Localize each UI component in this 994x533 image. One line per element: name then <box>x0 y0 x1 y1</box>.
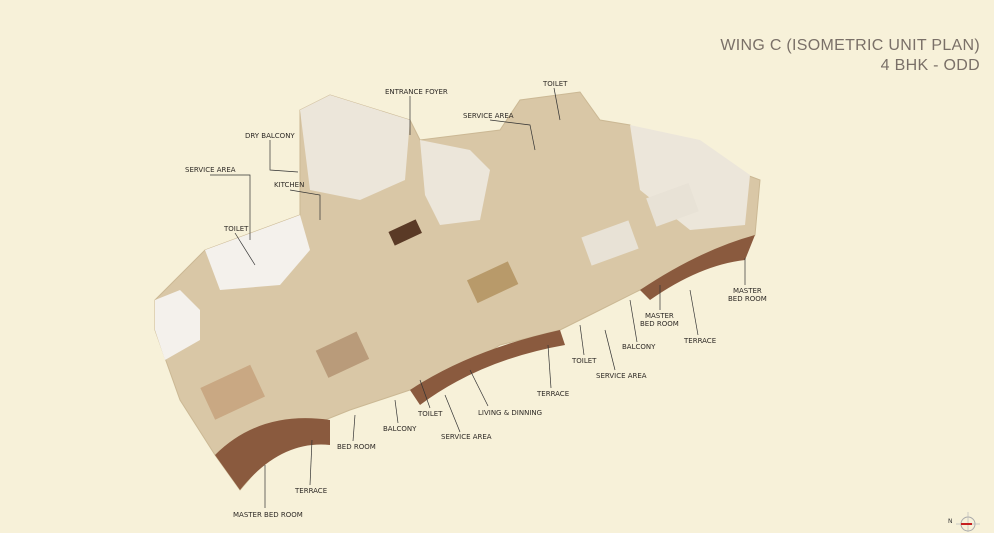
label-master-bed-room: MASTER BED ROOM <box>233 511 303 519</box>
wall-living <box>420 140 490 225</box>
label-balcony: BALCONY <box>383 425 417 433</box>
label-terrace: TERRACE <box>295 487 328 495</box>
dining-table <box>388 219 422 246</box>
bed <box>646 183 699 227</box>
label-kitchen: KITCHEN <box>274 181 305 189</box>
label-service-area: SERVICE AREA <box>596 372 647 380</box>
wall-kitchen <box>205 215 310 290</box>
bed <box>200 364 265 420</box>
label-dry-balcony: DRY BALCONY <box>245 132 295 140</box>
sofa <box>466 261 519 304</box>
label-terrace: TERRACE <box>684 337 717 345</box>
wall-foyer <box>300 95 410 200</box>
label-service-area: SERVICE AREA <box>463 112 514 120</box>
label-terrace: TERRACE <box>537 390 570 398</box>
compass-icon: N <box>948 510 988 532</box>
wall-left <box>155 290 200 360</box>
bed <box>315 331 370 378</box>
label-service-area: SERVICE AREA <box>185 166 236 174</box>
label-toilet: TOILET <box>543 80 568 88</box>
label-service-area: SERVICE AREA <box>441 433 492 441</box>
label-living-dinning: LIVING & DINNING <box>478 409 543 417</box>
plan-subtitle: 4 BHK - ODD <box>880 57 980 74</box>
plan-title-block: WING C (ISOMETRIC UNIT PLAN) 4 BHK - ODD <box>720 36 980 76</box>
label-entrance-foyer: ENTRANCE FOYER <box>385 88 448 96</box>
terrace-middle <box>410 330 565 405</box>
label-balcony: BALCONY <box>622 343 656 351</box>
plan-title: WING C (ISOMETRIC UNIT PLAN) <box>720 37 980 54</box>
label-toilet: TOILET <box>572 357 597 365</box>
label-master-bed-room: MASTER BED ROOM <box>728 287 767 303</box>
bed <box>581 220 639 266</box>
terrace-left <box>215 418 330 490</box>
compass-north-label: N <box>948 518 953 525</box>
leader-lines <box>210 87 746 508</box>
label-toilet: TOILET <box>224 225 249 233</box>
label-toilet: TOILET <box>418 410 443 418</box>
label-master-bed-room: MASTER BED ROOM <box>640 312 679 328</box>
terrace-right <box>640 235 755 300</box>
label-bed-room: BED ROOM <box>337 443 376 451</box>
